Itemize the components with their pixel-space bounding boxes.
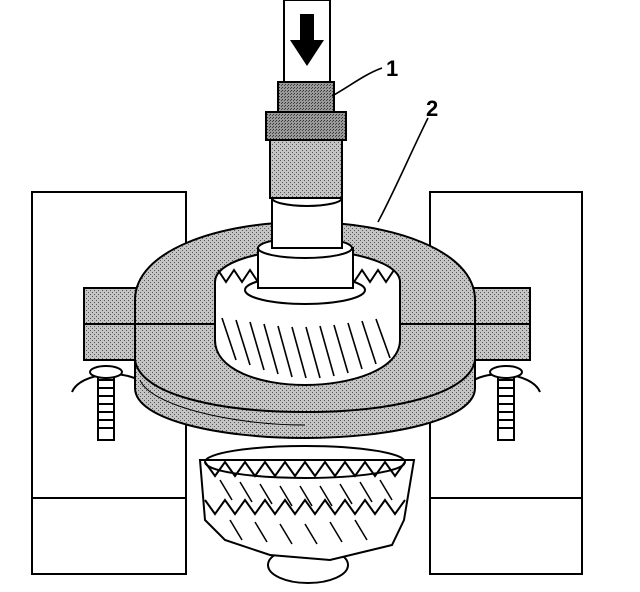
arrow-down-icon bbox=[290, 14, 324, 66]
callout-label-2: 2 bbox=[426, 96, 438, 121]
callout-leaders bbox=[331, 67, 429, 223]
mainshaft bbox=[244, 81, 366, 305]
lower-gear-cluster bbox=[198, 445, 416, 584]
callout-label-1: 1 bbox=[386, 56, 398, 81]
